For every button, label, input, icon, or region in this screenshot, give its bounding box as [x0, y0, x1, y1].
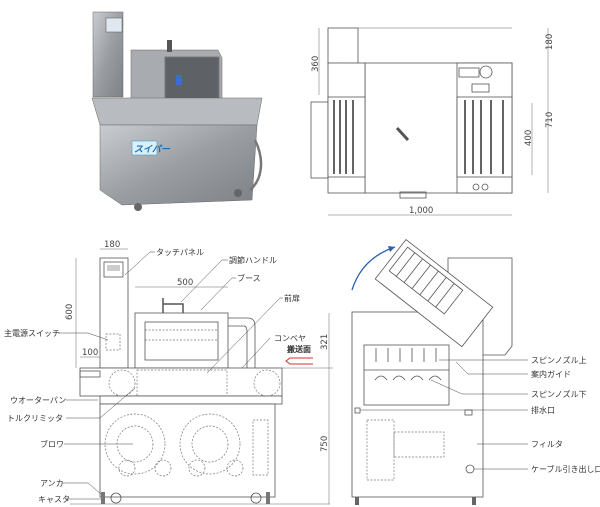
label-anchor: アンカ [40, 479, 64, 488]
label-spin-nozzle-lower: スピンノズル下 [531, 389, 587, 399]
blower-1 [104, 413, 166, 475]
conveyor-left [327, 96, 366, 178]
dim-table-height: 750 [320, 436, 330, 452]
caster-right [250, 492, 262, 504]
dim-column-length: 360 [311, 56, 321, 72]
dim-width: 1,000 [409, 206, 433, 216]
anchor [101, 492, 105, 504]
label-main-switch: 主電源スイッチ [4, 328, 60, 338]
plan-view: 180 710 360 400 1,000 [310, 27, 555, 216]
label-touch-panel: タッチパネル [156, 248, 204, 257]
dim-column-width: 180 [104, 240, 120, 250]
label-transfer-surface: 搬送面 [287, 344, 311, 354]
label-adjust-handle: 調節ハンドル [229, 255, 277, 265]
hose [249, 139, 263, 191]
label-torque-limiter: トルクリミッタ [7, 414, 63, 423]
label-drain: 排水口 [531, 405, 555, 415]
dim-conveyor-ext: 100 [82, 348, 98, 358]
label-blower: ブロワ [40, 439, 64, 449]
machine-photo: スイパー [91, 11, 263, 211]
label-booth: ブース [237, 273, 261, 283]
blower-2 [179, 413, 241, 475]
caster-left [110, 492, 122, 504]
label-conveyor: コンベヤ [274, 334, 306, 343]
label-caster: キャスタ [38, 495, 70, 504]
main-switch [105, 333, 121, 351]
adjust-handle [167, 40, 172, 52]
lower-cabinet [99, 403, 276, 498]
label-front-door: 前扉 [284, 293, 300, 303]
touch-panel-screen [105, 17, 123, 33]
dim-depth: 710 [545, 112, 555, 128]
dim-booth-height: 321 [320, 334, 330, 350]
label-filter: フィルタ [531, 440, 563, 449]
label-cable-outlet: ケーブル引き出し口 [531, 464, 600, 474]
front-view: 180 600 100 500 321 750 タッチパネル 調節ハンドル ブー… [4, 240, 333, 505]
water-pan [99, 395, 283, 405]
label-guide: 案内ガイド [531, 369, 571, 379]
logo-text: スイパー [134, 144, 171, 155]
opened-door [374, 238, 494, 348]
transfer-direction-arrow [285, 357, 313, 365]
label-spin-nozzle-upper: スピンノズル上 [531, 355, 587, 365]
dim-booth-width: 500 [177, 278, 193, 288]
adjust-handle [162, 298, 184, 313]
logo [131, 140, 158, 156]
conveyor-right [456, 96, 513, 178]
conveyor-table [79, 367, 283, 397]
label-water-pan: ウオーターパン [10, 396, 66, 405]
dim-column-height: 600 [65, 304, 75, 320]
dim-conveyor-width: 400 [524, 130, 534, 146]
dim-column-depth: 180 [545, 34, 555, 50]
side-view: スピンノズル上 案内ガイド スピンノズル下 排水口 フィルタ ケーブル引き出し口 [351, 238, 600, 505]
